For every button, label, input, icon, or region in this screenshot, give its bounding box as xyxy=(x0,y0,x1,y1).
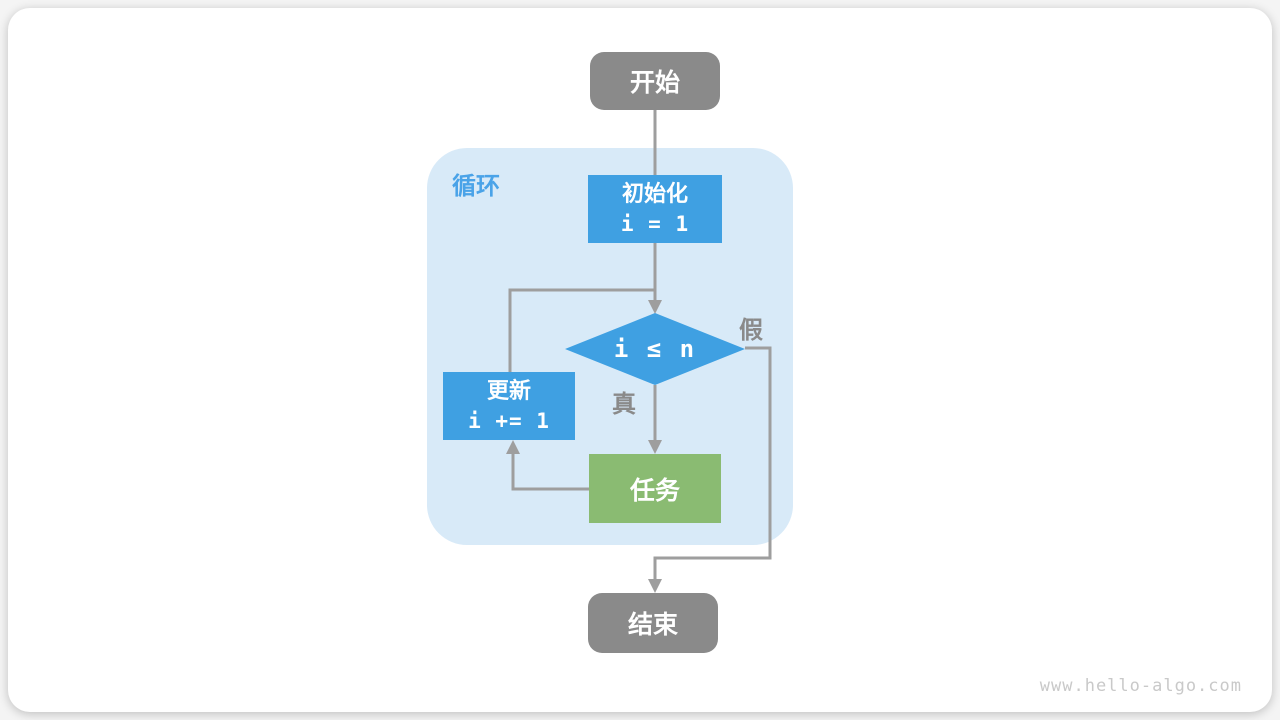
loop-scope-label: 循环 xyxy=(452,173,500,200)
false-branch-label: 假 xyxy=(739,317,763,344)
end-node-label: 结束 xyxy=(627,611,678,639)
init-node-code: i = 1 xyxy=(620,212,690,236)
update-node-label: 更新 xyxy=(486,378,531,403)
update-node-code: i += 1 xyxy=(468,409,550,433)
start-node-label: 开始 xyxy=(629,69,680,97)
task-process-node: 任务 xyxy=(589,454,721,523)
end-node: 结束 xyxy=(588,593,718,653)
update-process-node: 更新 i += 1 xyxy=(443,372,575,440)
task-node-label: 任务 xyxy=(629,476,680,505)
start-node: 开始 xyxy=(590,52,720,110)
watermark-text: www.hello-algo.com xyxy=(1039,676,1242,696)
init-node-label: 初始化 xyxy=(621,181,688,206)
true-branch-label: 真 xyxy=(612,391,636,418)
init-process-node: 初始化 i = 1 xyxy=(588,175,722,243)
condition-node-label: i ≤ n xyxy=(613,335,697,363)
